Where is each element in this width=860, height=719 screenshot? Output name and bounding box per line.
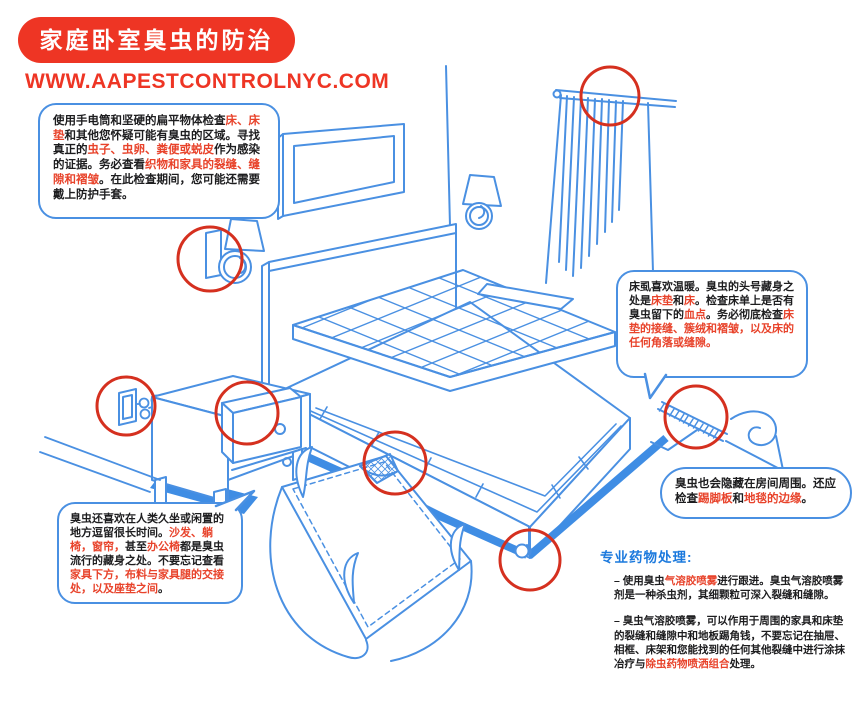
- highlight-circle-carpet-edge: [663, 384, 729, 450]
- tip-bubble-baseboard-carpet: 臭虫也会隐藏在房间周围。还应检查踢脚板和地毯的边缘。: [660, 467, 852, 519]
- picture-frame: [277, 123, 405, 220]
- highlight-circle-wall-sconce: [176, 225, 244, 293]
- highlight-circle-nightstand-drawer: [214, 380, 280, 446]
- website-link[interactable]: WWW.AAPESTCONTROLNYC.COM: [25, 70, 390, 93]
- highlight-circle-bed-leg-caster: [498, 528, 562, 592]
- carpet-edge: [650, 401, 796, 478]
- rolled-carpet-corner: [730, 410, 778, 447]
- treatment-paragraph-aerosol: – 使用臭虫气溶胶喷雾进行跟进。臭虫气溶胶喷雾剂是一种杀虫剂，其细颗粒可深入裂缝…: [614, 575, 844, 602]
- treatment-heading: 专业药物处理:: [600, 550, 693, 565]
- page-title: 家庭卧室臭虫的防治: [18, 17, 295, 63]
- blanket: [269, 446, 473, 662]
- wall-corner-line: [445, 65, 451, 227]
- treatment-paragraph-application: – 臭虫气溶胶喷雾，可以作用于周围的家具和床垫的裂缝和缝隙中和地板踢角钱，不要忘…: [614, 615, 845, 670]
- highlight-circle-power-outlet: [95, 375, 157, 437]
- nightstand: [150, 375, 311, 525]
- treatment-section: 专业药物处理: – 使用臭虫气溶胶喷雾进行跟进。臭虫气溶胶喷雾剂是一种杀虫剂，其…: [600, 546, 854, 683]
- highlight-circle-blanket-fold: [362, 430, 428, 496]
- curtain: [545, 89, 677, 284]
- bed-leg-caster: [514, 543, 532, 559]
- mattress: [292, 269, 616, 392]
- tip-bubble-flashlight-inspection: 使用手电筒和坚硬的扁平物体检查床、床垫和其他您怀疑可能有臭虫的区域。寻找真正的虫…: [38, 103, 280, 219]
- floor-lines-left: [39, 436, 161, 493]
- open-drawer: [221, 387, 302, 464]
- tip-bubble-furniture-hiding: 臭虫还喜欢在人类久坐或闲置的地方逗留很长时间。沙发、躺椅，窗帘，甚至办公椅都是臭…: [57, 502, 243, 604]
- highlight-circle-curtain-top: [579, 65, 641, 127]
- wall-sconce-right: [462, 174, 502, 230]
- sheet-fold: [477, 283, 574, 310]
- tip-bubble-bed-warmth: 床虱喜欢温暖。臭虫的头号藏身之处是床垫和床。检查床单上是否有臭虫留下的血点。务必…: [616, 270, 808, 378]
